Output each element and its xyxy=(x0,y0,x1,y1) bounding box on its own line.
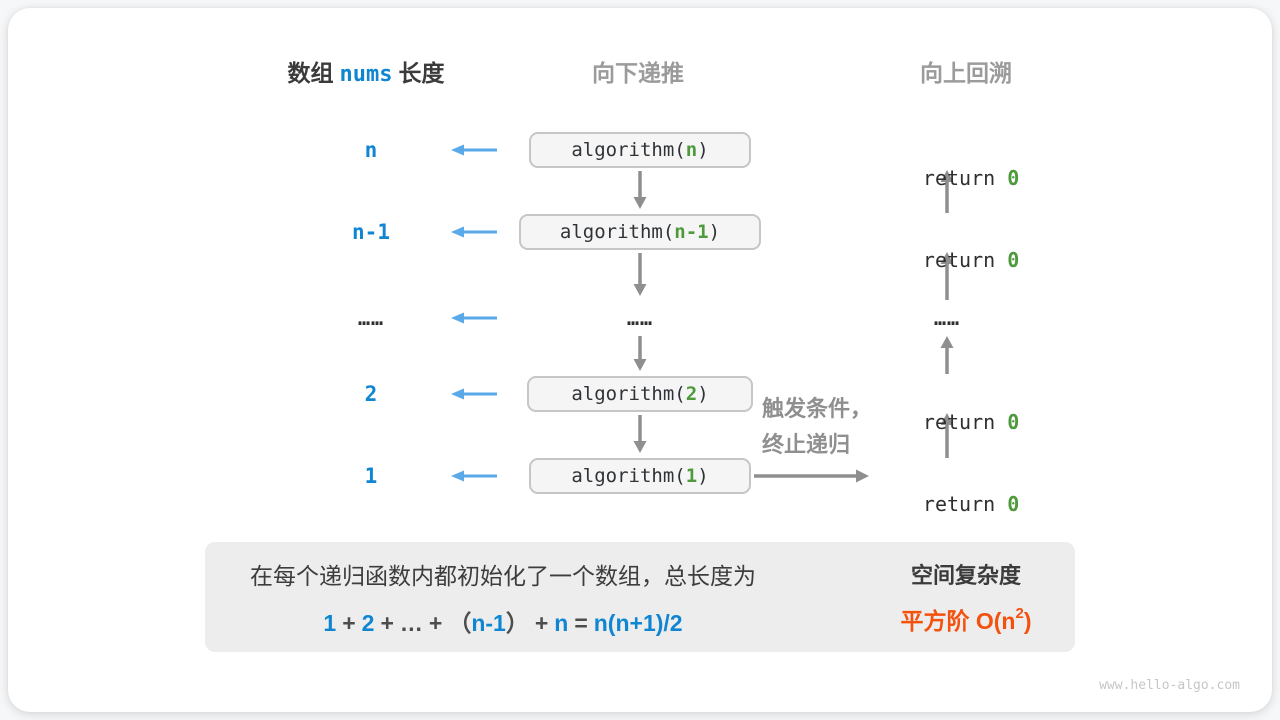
formula-paren: ） xyxy=(505,609,529,636)
trigger-note-line1: 触发条件， xyxy=(762,396,873,421)
return-value: 0 xyxy=(1007,248,1020,272)
formula-op: + xyxy=(380,609,394,636)
watermark: www.hello-algo.com xyxy=(1099,678,1240,693)
return-keyword: return xyxy=(922,492,1008,516)
header-array-pre: 数组 xyxy=(287,60,334,86)
formula-ellipsis: … xyxy=(399,609,423,636)
complexity-result-block: 空间复杂度 平方阶 O(n2) xyxy=(860,542,1072,652)
trigger-note-line2: 终止递归 xyxy=(762,432,851,457)
return-row-1: return 0 xyxy=(867,462,1027,516)
call-box-n-1: algorithm(n-1) xyxy=(519,214,761,250)
formula-paren: （ xyxy=(448,609,472,636)
formula-equals: = xyxy=(574,609,588,636)
header-array-post: 长度 xyxy=(398,60,445,86)
header-recurse-down: 向下递推 xyxy=(592,60,684,86)
return-row-n: return 0 xyxy=(867,136,1027,190)
call-close: ) xyxy=(697,465,709,487)
trigger-note: 触发条件， 终止递归 xyxy=(762,391,872,463)
formula-term: 1 xyxy=(323,609,337,636)
length-label-n: n xyxy=(364,138,378,162)
return-value: 0 xyxy=(1007,492,1020,516)
formula-result: n(n+1)/2 xyxy=(593,609,683,636)
length-label-n-1: n-1 xyxy=(352,220,390,244)
call-fn: algorithm( xyxy=(571,383,686,405)
call-arg: n-1 xyxy=(674,221,709,243)
return-value: 0 xyxy=(1007,166,1020,190)
call-arg: 1 xyxy=(685,465,698,487)
length-label-2: 2 xyxy=(364,382,378,406)
formula-term: n-1 xyxy=(471,609,506,636)
call-box-2: algorithm(2) xyxy=(527,376,753,412)
call-close: ) xyxy=(697,383,709,405)
return-value: 0 xyxy=(1007,410,1020,434)
header-backtrack-up: 向上回溯 xyxy=(920,60,1012,86)
return-keyword: return xyxy=(922,248,1008,272)
summary-text-block: 在每个递归函数内都初始化了一个数组，总长度为 1+2+…+（n-1）+n=n(n… xyxy=(213,542,793,652)
formula-term: 2 xyxy=(361,609,375,636)
call-close: ) xyxy=(708,221,721,243)
formula-op: + xyxy=(428,609,443,636)
call-close: ) xyxy=(697,139,709,161)
call-arg: 2 xyxy=(685,383,698,405)
formula-term: n xyxy=(554,609,569,636)
call-box-n: algorithm(n) xyxy=(529,132,751,168)
summary-formula: 1+2+…+（n-1）+n=n(n+1)/2 xyxy=(320,604,685,638)
complexity-title: 空间复杂度 xyxy=(910,563,1021,588)
call-fn: algorithm( xyxy=(571,139,686,161)
return-ellipsis: …… xyxy=(933,306,961,330)
complexity-exponent: 2 xyxy=(1015,605,1024,623)
formula-op: + xyxy=(342,609,356,636)
complexity-value: 平方阶 O(n2) xyxy=(900,602,1031,636)
return-keyword: return xyxy=(922,410,1008,434)
call-fn: algorithm( xyxy=(559,221,675,243)
return-keyword: return xyxy=(922,166,1008,190)
call-fn: algorithm( xyxy=(571,465,686,487)
summary-box: 在每个递归函数内都初始化了一个数组，总长度为 1+2+…+（n-1）+n=n(n… xyxy=(205,542,1075,652)
call-arg: n xyxy=(685,139,698,161)
return-row-n-1: return 0 xyxy=(867,218,1027,272)
call-ellipsis: …… xyxy=(626,306,654,330)
length-label-1: 1 xyxy=(364,464,378,488)
formula-op: + xyxy=(534,609,549,636)
complexity-post: ) xyxy=(1023,608,1032,634)
length-label-ellipsis: …… xyxy=(357,306,385,330)
complexity-pre: 平方阶 O(n xyxy=(900,608,1016,634)
summary-description: 在每个递归函数内都初始化了一个数组，总长度为 xyxy=(250,562,756,589)
return-row-2: return 0 xyxy=(867,380,1027,434)
header-nums-code: nums xyxy=(339,62,393,87)
call-box-1: algorithm(1) xyxy=(529,458,751,494)
